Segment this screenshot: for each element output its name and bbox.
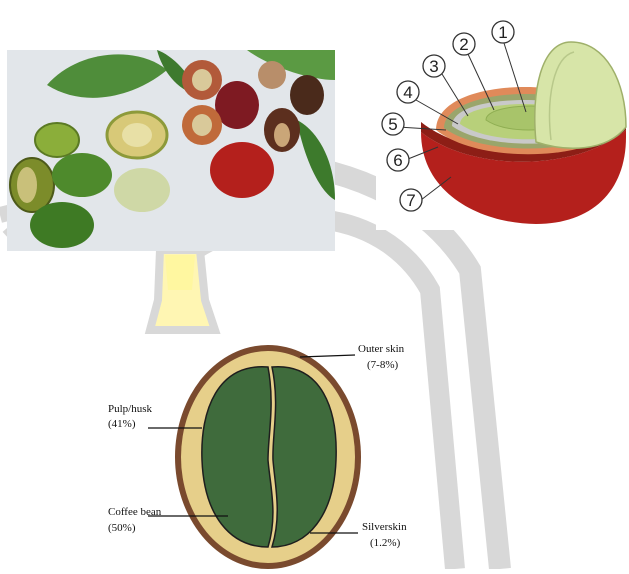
- cutaway-label-2: 2: [453, 33, 475, 55]
- svg-text:5: 5: [388, 115, 397, 134]
- cherry-bean-half-standing: [535, 42, 626, 148]
- svg-text:2: 2: [459, 35, 468, 54]
- outer-skin-percent: (7-8%): [367, 359, 398, 371]
- coffee-bean-label: Coffee bean: [108, 506, 162, 518]
- silverskin-label: Silverskin: [362, 521, 407, 533]
- pulp-husk-percent: (41%): [108, 418, 136, 430]
- cutaway-label-3: 3: [423, 55, 445, 77]
- svg-text:3: 3: [429, 57, 438, 76]
- coffee-cherry-cross-section-diagram: Outer skin (7-8%) Pulp/husk (41%) Coffee…: [100, 335, 423, 569]
- cutaway-label-4: 4: [397, 81, 419, 103]
- pulp-husk-label: Pulp/husk: [108, 403, 153, 415]
- coffee-bean-percent: (50%): [108, 522, 136, 534]
- silverskin-percent: (1.2%): [370, 537, 401, 549]
- svg-text:1: 1: [498, 23, 507, 42]
- svg-text:6: 6: [393, 151, 402, 170]
- cutaway-label-6: 6: [387, 149, 409, 171]
- cutaway-label-7: 7: [400, 189, 422, 211]
- cutaway-label-1: 1: [492, 21, 514, 43]
- svg-text:4: 4: [403, 83, 412, 102]
- photo-illustration: [7, 50, 335, 251]
- outer-skin-label: Outer skin: [358, 343, 405, 355]
- coffee-cherry-cutaway-diagram: 1 2 3 4 5 6 7: [376, 12, 628, 230]
- cutaway-label-5: 5: [382, 113, 404, 135]
- coffee-cherries-photo: [7, 50, 335, 251]
- svg-text:7: 7: [406, 191, 415, 210]
- watermark-torch: [150, 250, 215, 330]
